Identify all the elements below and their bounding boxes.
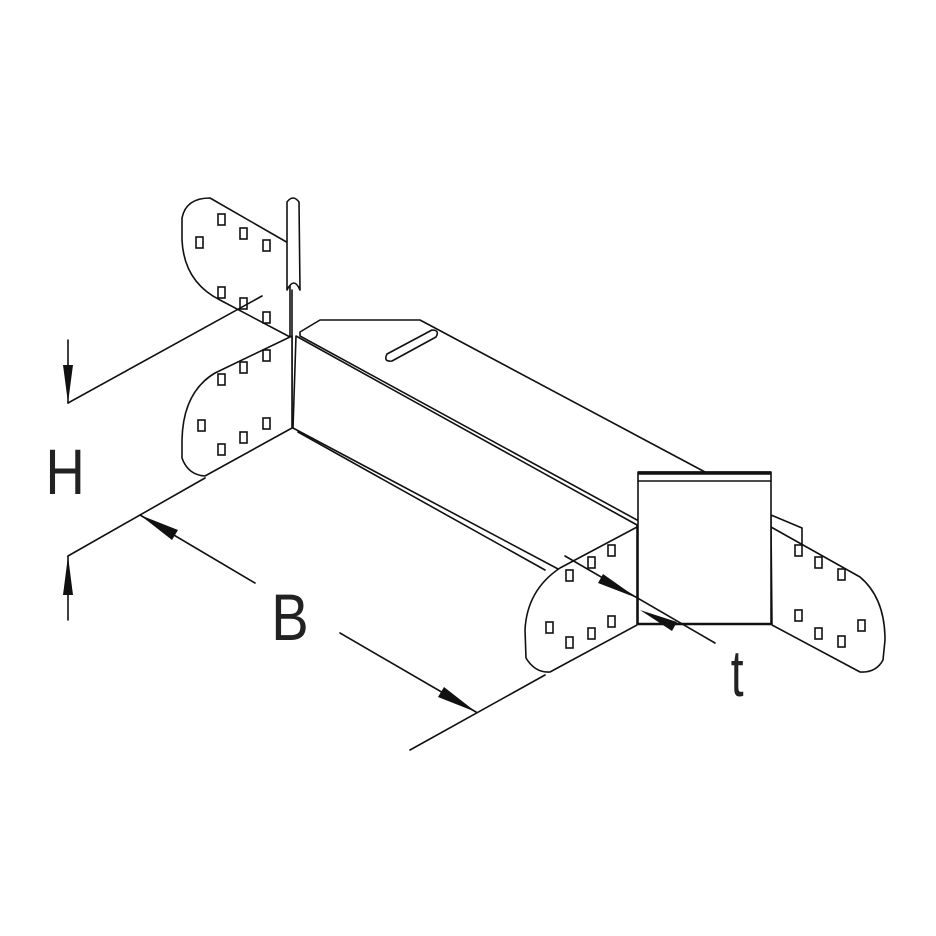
hole [857,619,866,632]
hole [239,431,248,444]
label-h: H [45,436,85,508]
hole [814,556,823,569]
hole [217,286,226,299]
mounting-holes [195,213,866,649]
hole [239,227,248,240]
hole [262,417,271,430]
hole [794,544,803,557]
vertical-connector-rod [286,197,301,291]
upper-back-flange [181,197,291,338]
hole [195,236,204,249]
hole [837,635,846,648]
hole [239,361,248,374]
lower-back-flange [181,335,293,477]
hole [607,544,616,557]
end-plate [637,471,772,625]
label-b: B [271,580,309,654]
bottom-edge-inner [297,431,546,571]
hole [794,609,803,622]
front-left-flange [524,526,638,673]
hole [217,443,226,456]
hole [587,556,596,569]
hole [545,621,554,634]
dimension-b [139,514,546,751]
hole [262,349,271,362]
slot [385,329,439,362]
hole [217,373,226,386]
hole [262,311,271,324]
hole [607,615,616,628]
hole [197,419,206,432]
hole [217,213,226,226]
hole [587,627,596,640]
hole [565,569,574,582]
hole [837,568,846,581]
dimension-t [564,555,716,644]
hole [814,627,823,640]
right-flange [770,526,886,673]
dimension-h [63,295,263,621]
hole [565,636,574,649]
label-t: t [730,636,744,710]
hole [262,239,271,252]
